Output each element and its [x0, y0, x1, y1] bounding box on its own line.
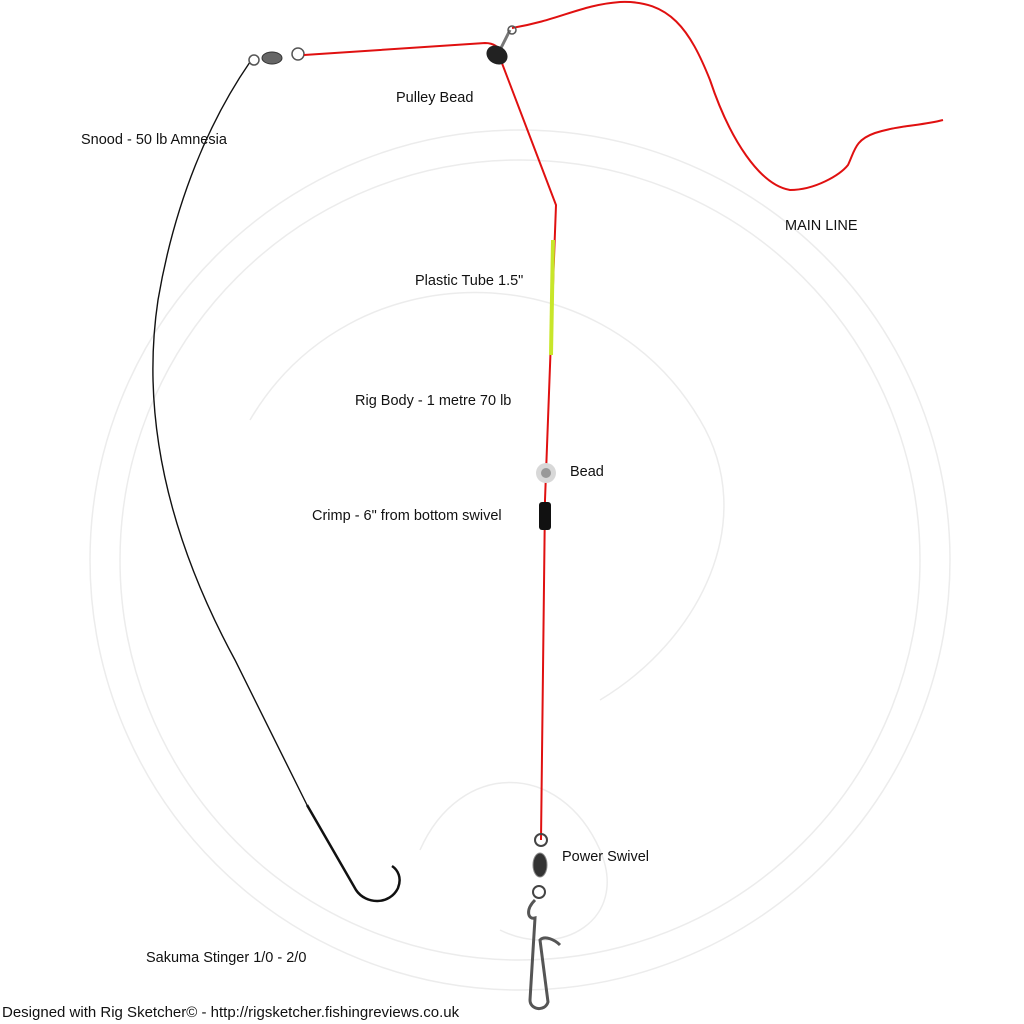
snood-label: Snood - 50 lb Amnesia: [81, 132, 227, 148]
snood-link-line: [303, 41, 504, 56]
hook-icon: [305, 804, 401, 903]
crimp-label: Crimp - 6" from bottom swivel: [312, 508, 502, 524]
plastic-tube-label: Plastic Tube 1.5": [415, 273, 524, 289]
footer-credit: Designed with Rig Sketcher© - http://rig…: [2, 1004, 460, 1021]
bead-label: Bead: [570, 464, 604, 480]
main-line: [511, 0, 944, 192]
plastic-tube: [549, 239, 555, 356]
power-swivel-icon: [532, 833, 548, 899]
rig-body-label: Rig Body - 1 metre 70 lb: [355, 393, 512, 409]
rig-body-line: [499, 57, 558, 841]
watermark-logo: [89, 129, 951, 991]
power-swivel-label: Power Swivel: [562, 849, 650, 865]
pulley-bead-label: Pulley Bead: [396, 90, 474, 106]
crimp-icon: [539, 502, 551, 530]
snood-line: [152, 61, 308, 806]
swivel-icon: [248, 47, 305, 66]
snap-clip-icon: [527, 898, 562, 1010]
hook-label: Sakuma Stinger 1/0 - 2/0: [146, 950, 307, 966]
pulley-bead-icon: [486, 25, 517, 65]
main-line-label: MAIN LINE: [785, 218, 858, 234]
bead-icon: [536, 463, 556, 483]
